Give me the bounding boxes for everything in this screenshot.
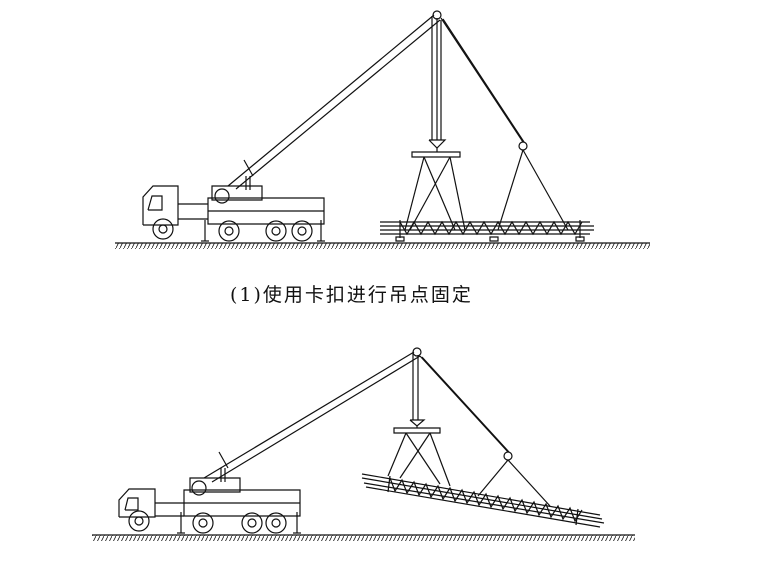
jib-and-hook-1 — [429, 16, 527, 150]
steel-cage-2 — [362, 474, 604, 527]
truck-body-1 — [201, 176, 325, 241]
ground-2 — [92, 535, 635, 541]
truck-cab-2 — [119, 489, 184, 531]
spreader-beam-1 — [405, 148, 568, 230]
truck-body-2 — [177, 468, 301, 533]
crane-boom-2 — [204, 348, 421, 482]
steel-cage-1 — [380, 220, 594, 241]
jib-and-hook-2 — [410, 353, 512, 460]
truck-cab-1 — [143, 186, 208, 239]
ground-1 — [115, 243, 650, 249]
caption-step-1: (1)使用卡扣进行吊点固定 — [230, 284, 473, 306]
scene-2-crane-lifting-cage — [92, 348, 635, 541]
crane-boom-1 — [228, 11, 441, 189]
spreader-beam-2 — [388, 426, 550, 506]
scene-1-crane-horizontal-cage — [115, 11, 650, 249]
